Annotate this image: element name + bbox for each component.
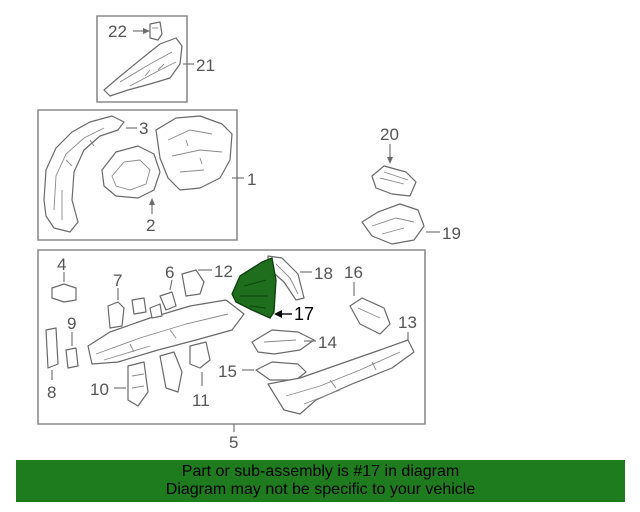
callout-17: 17 (294, 304, 314, 324)
callout-18: 18 (314, 264, 333, 283)
part-3[interactable] (43, 115, 125, 233)
part-12[interactable] (181, 269, 205, 297)
info-banner: Part or sub-assembly is #17 in diagram D… (16, 460, 625, 502)
callout-1: 1 (247, 170, 256, 189)
callout-8: 8 (47, 383, 56, 402)
banner-line-2: Diagram may not be specific to your vehi… (165, 481, 476, 498)
callout-15: 15 (218, 362, 237, 381)
callout-14: 14 (318, 333, 337, 352)
part-20[interactable] (371, 165, 417, 197)
assembly-box-21 (96, 15, 194, 103)
part-5-rail[interactable] (87, 297, 245, 365)
part-bracket[interactable] (159, 351, 183, 393)
part-8[interactable] (45, 327, 59, 369)
part-9[interactable] (65, 347, 79, 369)
callout-4: 4 (57, 255, 66, 274)
part-1[interactable] (155, 115, 233, 191)
callout-19: 19 (442, 224, 461, 243)
part-6[interactable] (159, 291, 177, 311)
callout-3: 3 (139, 119, 148, 138)
part-11[interactable] (189, 341, 211, 369)
assembly-box-1 (37, 109, 244, 241)
part-15[interactable] (255, 361, 307, 381)
callout-6: 6 (165, 263, 174, 282)
part-17-highlight[interactable] (231, 257, 277, 319)
callout-11: 11 (192, 391, 210, 410)
part-22[interactable] (149, 21, 163, 41)
callout-5: 5 (229, 433, 238, 452)
parts-diagram: 22 21 3 2 1 20 19 (37, 15, 461, 452)
assembly-box-5 (37, 249, 426, 425)
callout-12: 12 (214, 262, 233, 281)
part-19[interactable] (361, 203, 425, 245)
part-2[interactable] (101, 145, 161, 199)
callout-16: 16 (344, 263, 363, 282)
part-16[interactable] (349, 297, 391, 335)
callout-22: 22 (108, 22, 127, 41)
callout-7: 7 (113, 271, 122, 290)
part-7[interactable] (107, 301, 125, 329)
callout-21: 21 (196, 56, 215, 75)
callout-20: 20 (380, 125, 399, 144)
part-21[interactable] (103, 37, 183, 97)
part-4[interactable] (51, 283, 77, 303)
callout-9: 9 (67, 314, 76, 333)
banner-line-1: Part or sub-assembly is #17 in diagram (181, 463, 460, 480)
part-14[interactable] (251, 329, 315, 355)
callout-13: 13 (398, 313, 417, 332)
part-13[interactable] (267, 339, 415, 415)
callout-10: 10 (90, 380, 109, 399)
callout-2: 2 (146, 216, 155, 235)
part-10[interactable] (127, 361, 149, 407)
